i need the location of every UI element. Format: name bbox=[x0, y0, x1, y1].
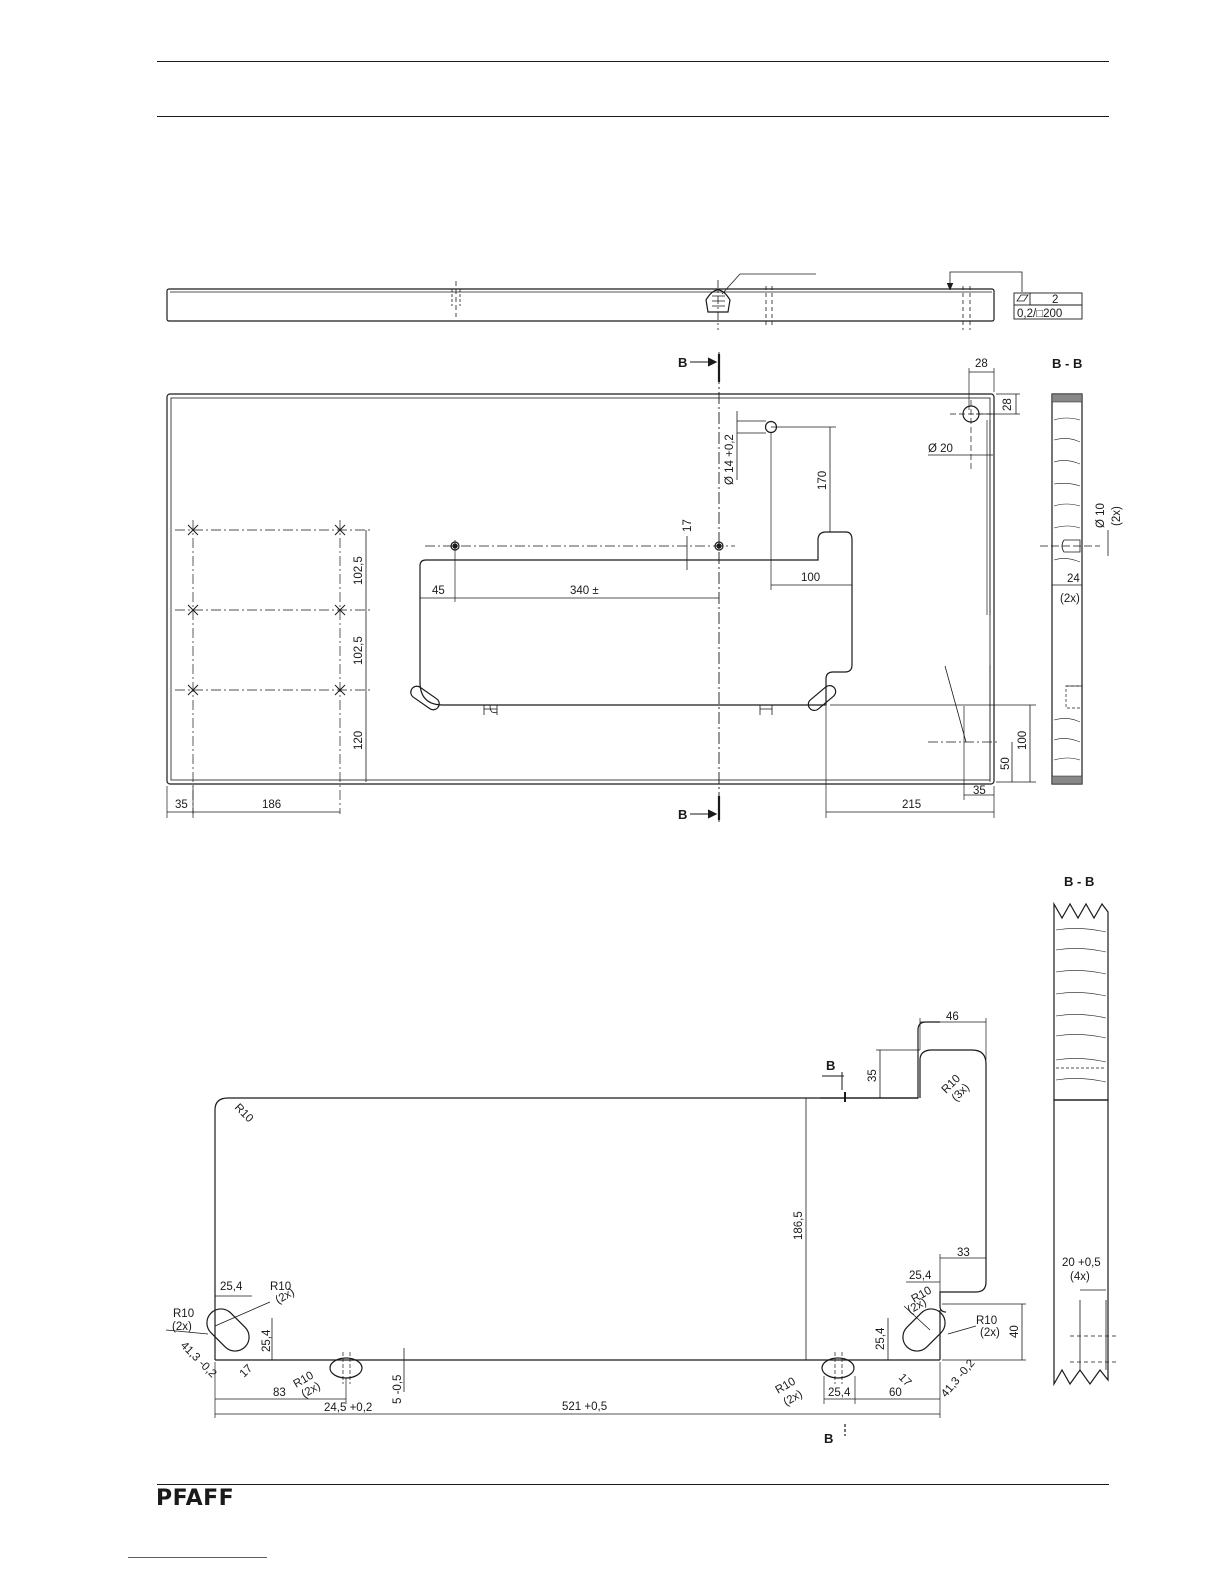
dim-dia-10: Ø 10 bbox=[1095, 503, 1107, 528]
dim-102-5-a: 102,5 bbox=[353, 556, 365, 585]
section-title-lower: B - B bbox=[1064, 874, 1094, 889]
dim-28-v: 28 bbox=[1002, 398, 1014, 411]
section-title: B - B bbox=[1052, 356, 1082, 371]
dim-24: 24 bbox=[1067, 573, 1080, 585]
dim-41-3-right: 41,3 -0,2 bbox=[939, 1357, 977, 1399]
dim-46: 46 bbox=[946, 1011, 959, 1023]
dim-35-right: 35 bbox=[973, 785, 986, 797]
dim-50: 50 bbox=[1000, 757, 1012, 770]
dim-33: 33 bbox=[957, 1247, 970, 1259]
count-4x: (4x) bbox=[1070, 1271, 1090, 1283]
side-view bbox=[166, 271, 1083, 330]
dim-17-left: 17 bbox=[238, 1363, 256, 1381]
section-mark-top: B bbox=[678, 355, 687, 370]
dim-186-5: 186,5 bbox=[793, 1211, 805, 1240]
cutout-outline bbox=[165, 1018, 1026, 1436]
dim-17: 17 bbox=[682, 519, 694, 532]
plate-top-view bbox=[166, 352, 1036, 822]
dim-170: 170 bbox=[817, 471, 829, 490]
brand-logo: PFAFF bbox=[156, 1486, 235, 1511]
dim-25-4-top-right: 25,4 bbox=[909, 1270, 932, 1282]
header-rule-top bbox=[157, 61, 1109, 62]
tolerance-flatness-value: 2 bbox=[1052, 294, 1058, 306]
section-bb-upper bbox=[1040, 393, 1109, 785]
tolerance-per-area: 0,2/□200 bbox=[1017, 308, 1062, 320]
dim-521: 521 +0,5 bbox=[562, 1401, 607, 1413]
dim-35-left: 35 bbox=[175, 799, 188, 811]
section-mark-bottom: B bbox=[678, 807, 687, 822]
dim-24-5: 24,5 +0,2 bbox=[324, 1402, 372, 1414]
dim-83: 83 bbox=[273, 1387, 286, 1399]
dim-dia-14: Ø 14 +0,2 bbox=[724, 434, 736, 485]
dim-45: 45 bbox=[432, 585, 445, 597]
dim-dia-20: Ø 20 bbox=[928, 443, 953, 455]
section-mark-bottom-lower: B bbox=[824, 1431, 833, 1446]
dim-25-4-v-right: 25,4 bbox=[875, 1327, 887, 1350]
dim-25-4-top-left: 25,4 bbox=[220, 1281, 243, 1293]
dim-186: 186 bbox=[262, 799, 281, 811]
count-2x-dia10: (2x) bbox=[1111, 506, 1123, 526]
dim-35-lower: 35 bbox=[867, 1069, 879, 1082]
dim-40: 40 bbox=[1009, 1325, 1021, 1338]
dim-25-4-v-left: 25,4 bbox=[261, 1329, 273, 1352]
dim-102-5-b: 102,5 bbox=[353, 636, 365, 665]
dim-r10-left-2: R10 bbox=[173, 1308, 194, 1320]
count-2x-24: (2x) bbox=[1060, 593, 1080, 605]
section-bb-lower bbox=[1053, 901, 1116, 1387]
section-mark-top-lower: B bbox=[826, 1058, 835, 1073]
footer-link-underline[interactable] bbox=[128, 1557, 267, 1558]
dim-28-h: 28 bbox=[975, 358, 988, 370]
dim-r10-left-1: R10 bbox=[270, 1281, 291, 1293]
upper-view-labels: 2 0,2/□200 B B B - B 28 28 Ø 20 Ø 14 +0,… bbox=[175, 294, 1123, 822]
dim-100-right: 100 bbox=[1017, 731, 1029, 750]
dim-100-slot: 100 bbox=[801, 572, 820, 584]
dim-60: 60 bbox=[889, 1387, 902, 1399]
count-2x-right-2: (2x) bbox=[980, 1327, 1000, 1339]
dim-41-3-left: 41,3 -0,2 bbox=[178, 1340, 219, 1381]
dim-120: 120 bbox=[353, 731, 365, 750]
count-2x-left-2: (2x) bbox=[172, 1321, 192, 1333]
dim-5: 5 -0,5 bbox=[392, 1375, 404, 1404]
header-rule-bottom bbox=[157, 116, 1109, 117]
dim-r10-right-2: R10 bbox=[976, 1315, 997, 1327]
dim-20: 20 +0,5 bbox=[1062, 1257, 1101, 1269]
dim-r10-corner: R10 bbox=[232, 1102, 255, 1125]
footer-rule bbox=[157, 1484, 1109, 1485]
dim-25-4-bottom-right: 25,4 bbox=[828, 1387, 851, 1399]
dim-340: 340 ± bbox=[570, 585, 599, 597]
dim-215: 215 bbox=[902, 799, 921, 811]
